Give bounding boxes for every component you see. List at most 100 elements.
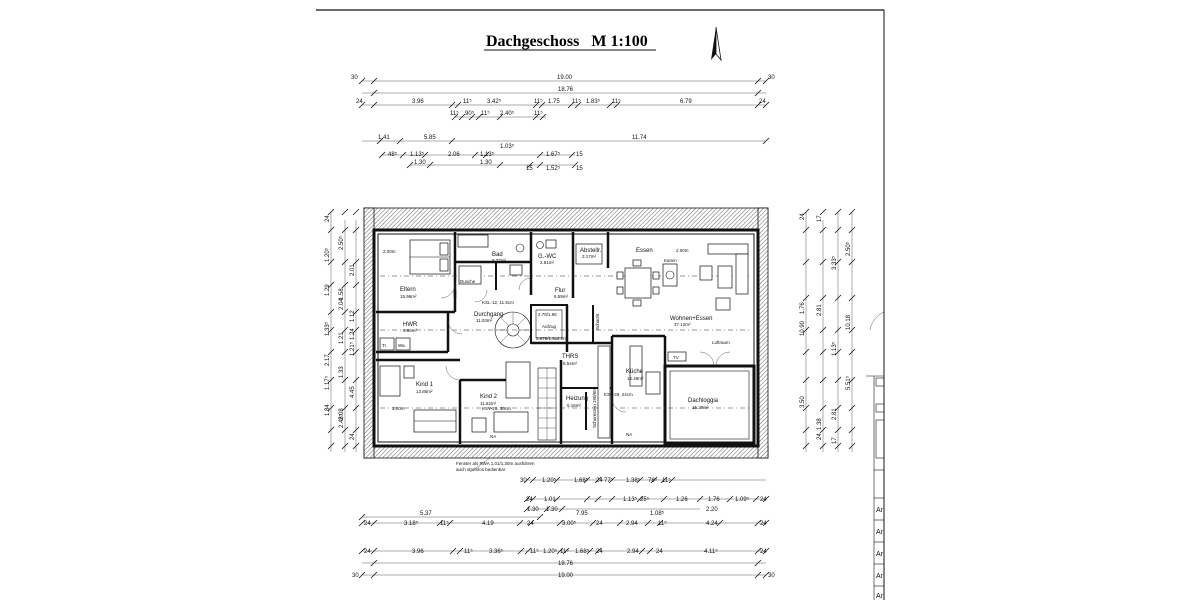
dim-top-r5-1: 5.85 — [424, 135, 436, 141]
dim-top-r1-a: 30 — [351, 75, 358, 81]
dim-left-17: 1.24 — [350, 328, 356, 340]
dimension-tick — [558, 505, 566, 513]
dimension-chains-left — [327, 208, 360, 452]
dim-top-r3-8: 11⁵ — [612, 98, 621, 105]
dimension-tick — [802, 426, 810, 434]
dimension-tick — [448, 137, 456, 145]
label-na-left: NA — [490, 434, 496, 439]
dim-bot-r6-0: 24 — [364, 549, 371, 555]
room-heizung-area: 5.16m² — [567, 403, 582, 408]
dimension-tick — [819, 376, 827, 384]
dimension-tick — [352, 258, 360, 266]
dimension-tick — [370, 101, 378, 109]
dim-left-2: 2.01 — [350, 264, 356, 276]
furniture — [379, 234, 749, 439]
dimension-tick — [523, 495, 531, 503]
dim-left-4: 2.04 — [339, 298, 345, 310]
dim-right-1: 17 — [817, 215, 823, 222]
dim-right-3: 2.50⁵ — [845, 241, 852, 256]
dimension-tick — [754, 571, 762, 579]
dimension-tick — [819, 258, 827, 266]
label-ksv1: KSV-29, 30cm — [482, 406, 511, 411]
dimension-tick — [378, 151, 386, 159]
dim-left-9: 2.17 — [325, 354, 331, 366]
dimension-tick — [396, 137, 404, 145]
dimension-tick — [762, 571, 770, 579]
dim-top-r3-4: 11⁵ — [534, 98, 543, 105]
dim-left-19: 2.08 — [339, 408, 345, 420]
dim-top-r6-3: 1.13⁵ — [480, 151, 495, 158]
dimension-tick — [802, 208, 810, 216]
dimension-tick — [802, 404, 810, 412]
dimension-tick — [834, 442, 842, 450]
dim-top-r4-4: 11⁵ — [534, 110, 543, 117]
room-abstell-name: Abstellr. — [580, 248, 602, 254]
dim-left-13: 2.48⁵ — [338, 413, 345, 428]
dim-bot-r6-1: 3.96 — [412, 549, 424, 555]
label-luftraum: Luftraum — [712, 340, 730, 345]
dimension-tick — [571, 161, 579, 169]
dim-bot-r2-7: 24 — [760, 497, 767, 503]
room-durchgang-area: 11.03m² — [476, 318, 493, 323]
dimension-tick — [848, 208, 856, 216]
room-kind1-name: Kind 1 — [416, 382, 434, 388]
dim-left-16: 1.58 — [339, 288, 345, 300]
dim-top-r4-2: 11⁵ — [481, 110, 490, 117]
label-height-3: 2.00m — [392, 406, 405, 411]
dim-top-r6-6: 15 — [576, 152, 583, 158]
dimension-tick — [370, 77, 378, 85]
dim-bot-r8-0: 30 — [352, 573, 359, 579]
dimension-tick — [762, 137, 770, 145]
dim-top-r3-10: 24 — [759, 99, 766, 105]
dimension-tick — [636, 495, 644, 503]
dimension-tick — [834, 226, 842, 234]
dim-bot-r1-5: 1.38⁵ — [626, 477, 641, 484]
dimension-tick — [352, 226, 360, 234]
dimension-tick — [752, 495, 760, 503]
dimension-tick — [819, 326, 827, 334]
dimension-tick — [762, 547, 770, 555]
dimension-tick — [568, 151, 576, 159]
dim-top-r6-1: 1.13⁵ — [410, 151, 425, 158]
dimension-tick — [696, 495, 704, 503]
dim-top-r7-0: 1.30 — [414, 160, 426, 166]
room-gwc-area: 2.81m² — [540, 260, 555, 265]
dimension-tick — [802, 294, 810, 302]
dimension-tick — [449, 547, 457, 555]
dimension-tick — [341, 404, 349, 412]
label-height-2: 2.00m — [676, 248, 689, 253]
dimension-tick — [848, 294, 856, 302]
dimension-tick — [358, 101, 366, 109]
dim-bot-r5-7: 2.94 — [626, 521, 638, 527]
room-dachloggia-area: 15.39m² — [692, 405, 709, 410]
dimension-tick — [399, 151, 407, 159]
dim-left-7: 1.21 — [339, 332, 345, 344]
dim-bot-r3-4: 2.20 — [706, 507, 718, 513]
room-heizung-name: Heizung — [566, 396, 588, 402]
dim-bot-r6-2: 11⁵ — [464, 548, 473, 555]
label-wa: Wa. — [398, 343, 406, 348]
dim-top-r3-7: 1.83⁵ — [586, 98, 601, 105]
dim-bot-r2-2: 1.13⁵ — [623, 496, 638, 503]
label-tr: Tr. — [382, 343, 387, 348]
dimension-tick — [327, 348, 335, 356]
dimension-tick — [527, 519, 535, 527]
dimension-tick — [523, 476, 531, 484]
room-kueche-area: 12.49m² — [627, 376, 644, 381]
dimension-tick — [341, 376, 349, 384]
dimension-tick — [819, 442, 827, 450]
dimension-tick — [819, 404, 827, 412]
dim-bot-r5-5: 3.00⁵ — [562, 520, 577, 527]
dimension-tick — [819, 208, 827, 216]
room-flur-name: Flur — [555, 288, 565, 294]
dim-bot-r2-6: 1.09⁵ — [735, 496, 750, 503]
dimension-tick — [327, 442, 335, 450]
label-kamin: Kamin — [664, 258, 677, 263]
dimension-tick — [358, 513, 366, 521]
dimension-tick — [644, 519, 652, 527]
dim-bot-r6-8: 24 — [596, 549, 603, 555]
dim-bot-r5-10: 24 — [760, 521, 767, 527]
dimension-tick — [583, 476, 591, 484]
